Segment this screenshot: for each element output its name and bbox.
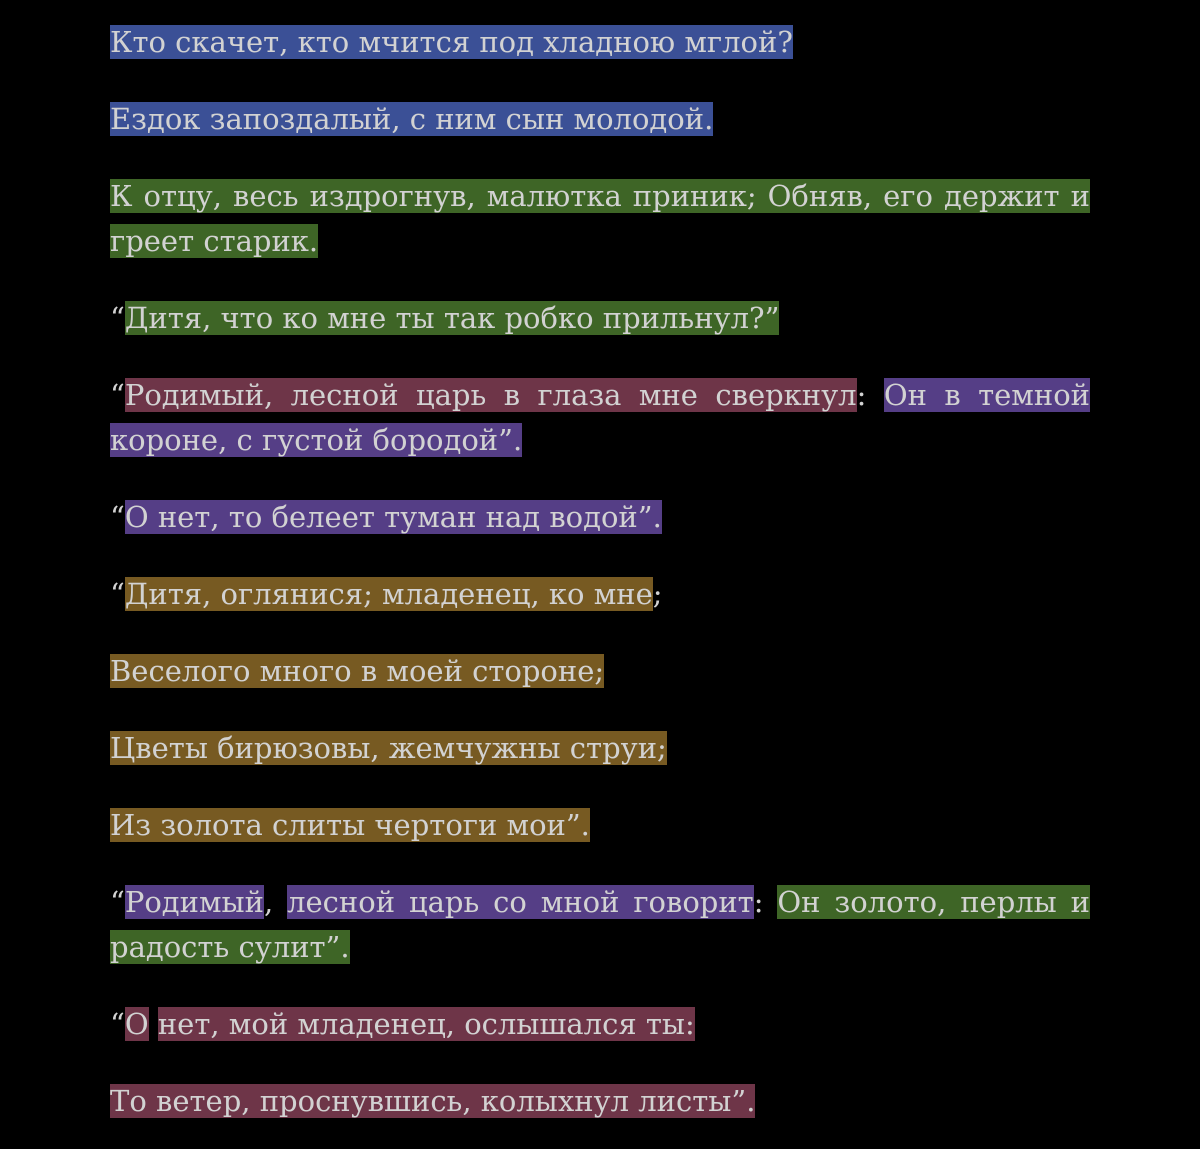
highlighted-text: Ездок запоздалый, с ним сын молодой.	[110, 102, 714, 136]
paragraph-12: “О нет, мой младенец, ослышался ты:	[110, 1002, 1090, 1047]
paragraph-5: “Родимый, лесной царь в глаза мне сверкн…	[110, 373, 1090, 463]
plain-text: ;	[652, 577, 663, 611]
highlighted-text: лесной царь со мной говорит	[287, 885, 754, 919]
highlighted-text: нет, мой младенец, ослышался ты:	[157, 1007, 695, 1041]
highlighted-text: Из золота слиты чертоги мои”.	[110, 808, 590, 842]
paragraph-1: Кто скачет, кто мчится под хладною мглой…	[110, 20, 1090, 65]
paragraph-13: То ветер, проснувшись, колыхнул листы”.	[110, 1079, 1090, 1124]
paragraph-2: Ездок запоздалый, с ним сын молодой.	[110, 97, 1090, 142]
paragraph-6: “О нет, то белеет туман над водой”.	[110, 495, 1090, 540]
paragraph-7: “Дитя, оглянися; младенец, ко мне;	[110, 572, 1090, 617]
paragraph-9: Цветы бирюзовы, жемчужны струи;	[110, 726, 1090, 771]
highlighted-text: К отцу, весь издрогнув, малютка приник; …	[110, 179, 1090, 258]
highlighted-text: Кто скачет, кто мчится под хладною мглой…	[110, 25, 793, 59]
quote-mark: “	[110, 1007, 125, 1041]
quote-mark: “	[110, 301, 125, 335]
highlighted-text: То ветер, проснувшись, колыхнул листы”.	[110, 1084, 756, 1118]
quote-mark: “	[110, 500, 125, 534]
plain-text	[149, 1007, 158, 1041]
highlighted-text: Веселого много в моей стороне;	[110, 654, 605, 688]
paragraph-4: “Дитя, что ко мне ты так робко прильнул?…	[110, 296, 1090, 341]
plain-text: ,	[263, 885, 288, 919]
highlighted-text: О	[124, 1007, 149, 1041]
quote-mark: “	[110, 378, 125, 412]
highlighted-text: Родимый, лесной царь в глаза мне сверкну…	[124, 378, 857, 412]
poem-document: Кто скачет, кто мчится под хладною мглой…	[110, 20, 1091, 1124]
highlighted-text: Родимый	[124, 885, 264, 919]
highlighted-text: Дитя, что ко мне ты так робко прильнул?”	[124, 301, 780, 335]
highlighted-text: Цветы бирюзовы, жемчужны струи;	[110, 731, 667, 765]
highlighted-text: Дитя, оглянися; младенец, ко мне	[124, 577, 653, 611]
paragraph-10: Из золота слиты чертоги мои”.	[110, 803, 1090, 848]
paragraph-11: “Родимый, лесной царь со мной говорит: О…	[110, 880, 1091, 970]
plain-text: :	[753, 885, 778, 919]
quote-mark: “	[110, 885, 125, 919]
paragraph-8: Веселого много в моей стороне;	[110, 649, 1090, 694]
plain-text: :	[856, 378, 884, 412]
paragraph-3: К отцу, весь издрогнув, малютка приник; …	[110, 174, 1090, 264]
quote-mark: “	[110, 577, 125, 611]
highlighted-text: О нет, то белеет туман над водой”.	[124, 500, 662, 534]
